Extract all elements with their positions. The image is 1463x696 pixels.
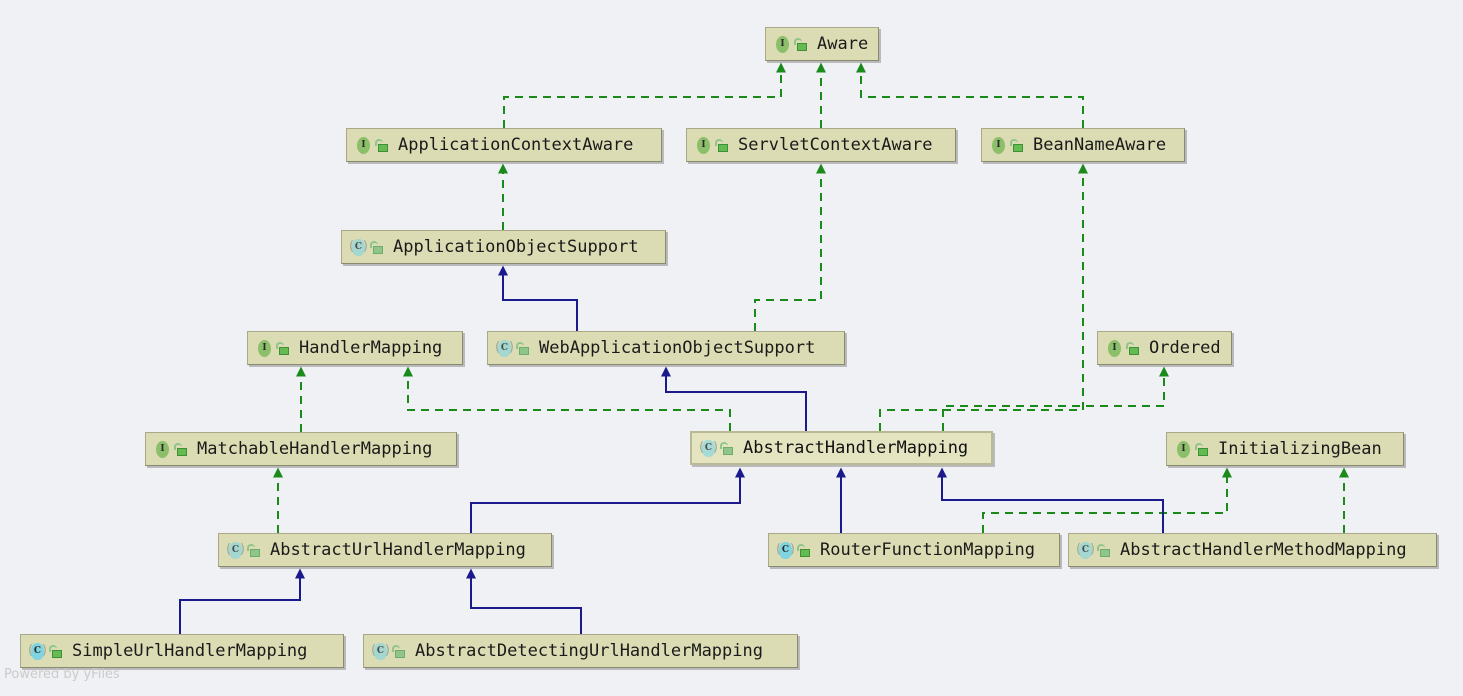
edge-implements-webappobjsupport-to-servletctxaware xyxy=(754,163,826,331)
class-badge-icon: ()C xyxy=(699,439,718,457)
class-badge-icon: ()C xyxy=(226,541,245,559)
class-node-appobjsupport[interactable]: ()C ApplicationObjectSupport xyxy=(341,230,666,264)
class-badge-icon: ()C xyxy=(349,238,368,256)
interface-badge-icon: I xyxy=(990,136,1007,154)
class-badge-icon: ()C xyxy=(371,642,390,660)
unlocked-padlock-icon xyxy=(392,644,406,659)
unlocked-padlock-icon xyxy=(1010,138,1024,153)
interface-badge-icon: I xyxy=(695,136,712,154)
unlocked-padlock-icon xyxy=(516,341,530,356)
class-node-simpleurl[interactable]: ()C SimpleUrlHandlerMapping xyxy=(20,634,344,668)
badge-letter-c: C xyxy=(1081,544,1090,555)
unlocked-padlock-icon xyxy=(794,37,808,52)
class-node-label: ApplicationContextAware xyxy=(398,134,634,155)
unlocked-padlock-icon xyxy=(247,543,261,558)
class-node-handlermapping[interactable]: I HandlerMapping xyxy=(247,331,463,365)
interface-badge-icon: I xyxy=(154,440,171,458)
edge-implements-beannameaware-to-aware xyxy=(856,62,1084,128)
class-node-absurlhandlermap[interactable]: ()C AbstractUrlHandlerMapping xyxy=(218,533,552,567)
edge-extends-abshandlermethod-to-abshandlermap xyxy=(937,467,1164,533)
edge-extends-simpleurl-to-absurlhandlermap xyxy=(179,568,305,634)
edge-implements-appctxaware-to-aware xyxy=(503,62,786,128)
class-badge-icon: ()C xyxy=(1076,541,1095,559)
interface-badge-icon: I xyxy=(256,339,273,357)
interface-badge-icon: I xyxy=(774,35,791,53)
class-node-servletctxaware[interactable]: I ServletContextAware xyxy=(686,128,956,162)
badge-letter-i: I xyxy=(780,38,785,49)
edge-implements-abshandlermap-to-handlermapping xyxy=(403,366,731,431)
badge-letter-c: C xyxy=(376,645,385,656)
unlocked-padlock-icon xyxy=(797,543,811,558)
unlocked-padlock-icon xyxy=(375,138,389,153)
class-node-webappobjsupport[interactable]: ()C WebApplicationObjectSupport xyxy=(487,331,845,365)
class-badge-icon: ()C xyxy=(495,339,514,357)
class-node-label: MatchableHandlerMapping xyxy=(197,438,433,459)
badge-letter-i: I xyxy=(1181,443,1186,454)
edge-implements-routerfn-to-initbean xyxy=(982,467,1232,533)
class-node-matchable[interactable]: I MatchableHandlerMapping xyxy=(145,432,457,466)
badge-letter-i: I xyxy=(1112,342,1117,353)
class-node-routerfn[interactable]: ()C RouterFunctionMapping xyxy=(768,533,1060,567)
edge-implements-abshandlermap-to-beannameaware xyxy=(879,163,1088,431)
edge-implements-abshandlermap-to-ordered xyxy=(942,366,1169,431)
edge-extends-abshandlermap-to-webappobjsupport xyxy=(661,366,807,431)
class-node-label: BeanNameAware xyxy=(1033,134,1167,155)
unlocked-padlock-icon xyxy=(174,442,188,457)
badge-letter-c: C xyxy=(354,241,363,252)
badge-letter-c: C xyxy=(704,442,713,453)
class-node-label: WebApplicationObjectSupport xyxy=(539,337,816,358)
unlocked-padlock-icon xyxy=(370,240,384,255)
class-node-label: Ordered xyxy=(1149,337,1221,358)
unlocked-padlock-icon xyxy=(1097,543,1111,558)
edge-extends-absdetecting-to-absurlhandlermap xyxy=(466,568,582,634)
unlocked-padlock-icon xyxy=(49,644,63,659)
class-badge-icon: ()C xyxy=(776,541,795,559)
class-node-label: InitializingBean xyxy=(1218,438,1382,459)
class-node-beannameaware[interactable]: I BeanNameAware xyxy=(981,128,1185,162)
unlocked-padlock-icon xyxy=(1126,341,1140,356)
class-node-label: ServletContextAware xyxy=(738,134,933,155)
class-node-aware[interactable]: I Aware xyxy=(765,27,879,61)
class-node-label: RouterFunctionMapping xyxy=(820,539,1035,560)
badge-letter-i: I xyxy=(160,443,165,454)
unlocked-padlock-icon xyxy=(720,441,734,456)
class-badge-icon: ()C xyxy=(28,642,47,660)
class-node-label: Aware xyxy=(817,33,869,54)
badge-letter-i: I xyxy=(996,139,1001,150)
class-node-label: AbstractHandlerMapping xyxy=(743,437,969,458)
yfiles-watermark: Powered by yFiles xyxy=(4,667,120,682)
class-node-label: SimpleUrlHandlerMapping xyxy=(72,640,308,661)
class-node-ordered[interactable]: I Ordered xyxy=(1097,331,1232,365)
badge-letter-c: C xyxy=(781,544,790,555)
unlocked-padlock-icon xyxy=(276,341,290,356)
class-node-abshandlermethod[interactable]: ()C AbstractHandlerMethodMapping xyxy=(1068,533,1437,567)
class-node-initbean[interactable]: I InitializingBean xyxy=(1166,432,1404,466)
interface-badge-icon: I xyxy=(355,136,372,154)
edge-extends-webappobjsupport-to-appobjsupport xyxy=(498,265,578,331)
class-node-label: AbstractHandlerMethodMapping xyxy=(1120,539,1407,560)
class-node-label: AbstractUrlHandlerMapping xyxy=(270,539,526,560)
badge-letter-c: C xyxy=(231,544,240,555)
class-node-abshandlermap[interactable]: ()C AbstractHandlerMapping xyxy=(690,431,993,465)
class-node-absdetecting[interactable]: ()C AbstractDetectingUrlHandlerMapping xyxy=(363,634,798,668)
class-node-label: AbstractDetectingUrlHandlerMapping xyxy=(415,640,763,661)
interface-badge-icon: I xyxy=(1106,339,1123,357)
class-node-label: ApplicationObjectSupport xyxy=(393,236,639,257)
class-node-label: HandlerMapping xyxy=(299,337,443,358)
badge-letter-i: I xyxy=(701,139,706,150)
badge-letter-c: C xyxy=(33,645,42,656)
interface-badge-icon: I xyxy=(1175,440,1192,458)
edge-extends-absurlhandlermap-to-abshandlermap xyxy=(470,467,745,533)
unlocked-padlock-icon xyxy=(1195,442,1209,457)
class-node-appctxaware[interactable]: I ApplicationContextAware xyxy=(346,128,662,162)
badge-letter-c: C xyxy=(500,342,509,353)
badge-letter-i: I xyxy=(361,139,366,150)
badge-letter-i: I xyxy=(262,342,267,353)
unlocked-padlock-icon xyxy=(715,138,729,153)
